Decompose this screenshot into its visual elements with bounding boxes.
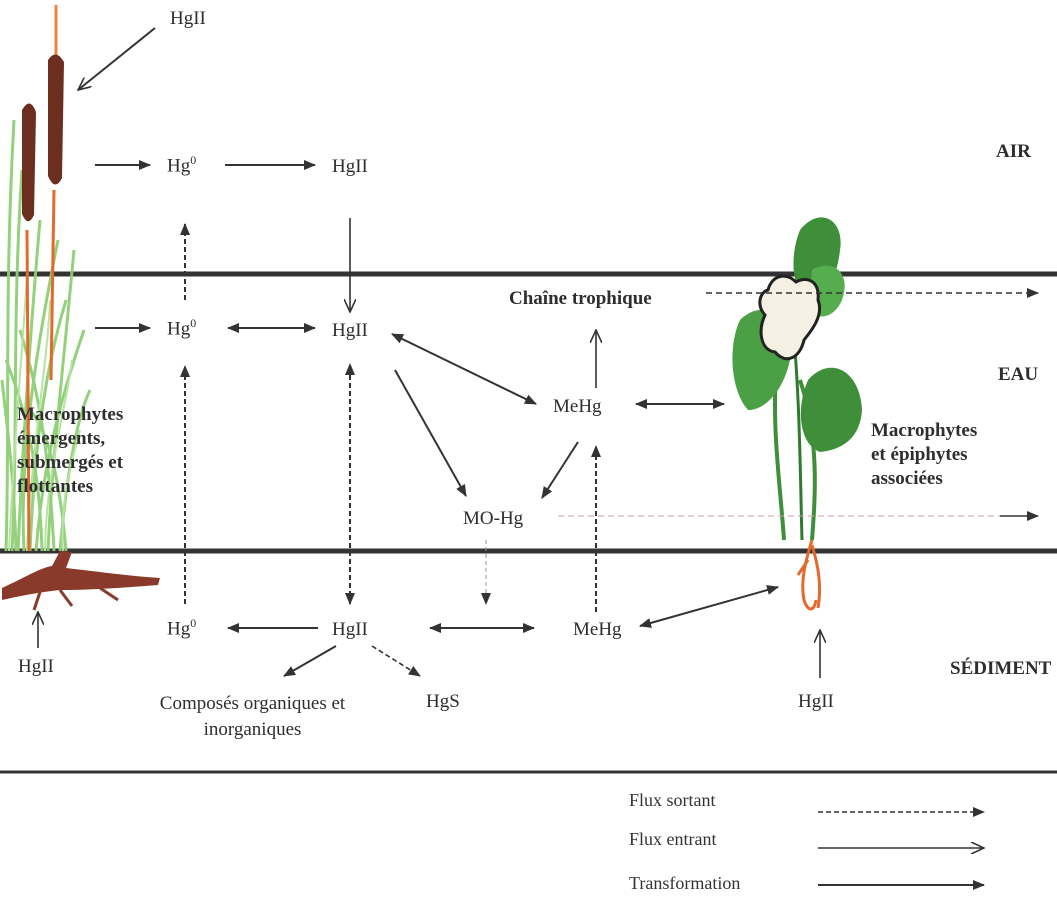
label-eau-mehg: MeHg — [553, 396, 602, 417]
arrow-top-hgII-to-plant — [78, 27, 156, 90]
label-mo-hg: MO-Hg — [463, 508, 524, 529]
label-top-hgII: HgII — [170, 8, 206, 29]
label-right-hgII: HgII — [798, 691, 834, 712]
arrow-mehg-mohg — [541, 441, 579, 499]
legend-flux-sortant: Flux sortant — [629, 790, 716, 810]
cattail-head-left — [22, 103, 36, 222]
floating-macrophytes-illustration — [732, 217, 862, 611]
label-sed-mehg: MeHg — [573, 619, 622, 640]
cattail-rhizome — [2, 551, 160, 600]
arrow-hgII-hgs-dashed — [371, 645, 421, 677]
label-sed-hgII: HgII — [332, 619, 368, 640]
zone-label-air: AIR — [996, 141, 1031, 162]
arrow-sed-mehg-plant — [639, 585, 779, 628]
zone-label-sediment: SÉDIMENT — [950, 658, 1052, 679]
label-sed-hg0: Hg0 — [167, 616, 197, 640]
cattail-head-right — [48, 54, 64, 185]
label-air-hgII: HgII — [332, 156, 368, 177]
label-macrophytes-right: Macrophytes et épiphytes associées — [871, 420, 978, 489]
legend-flux-entrant: Flux entrant — [629, 829, 717, 849]
arrow-hgII-mehg — [391, 333, 537, 405]
label-hgs: HgS — [426, 691, 460, 712]
label-eau-hg0: Hg0 — [167, 316, 197, 340]
lily-flower — [758, 274, 821, 361]
label-chaine-trophique: Chaîne trophique — [509, 288, 652, 309]
zone-label-eau: EAU — [998, 364, 1039, 385]
label-macrophytes-left: Macrophytes émergents, submergés et flot… — [17, 404, 124, 497]
arrow-hgII-composes — [283, 645, 337, 677]
legend-transformation: Transformation — [629, 873, 741, 893]
arrow-hgII-mohg — [394, 369, 467, 497]
emergent-macrophytes-illustration — [0, 5, 160, 611]
label-left-hgII: HgII — [18, 656, 54, 677]
lily-leaf-right — [800, 367, 862, 452]
cattail-stem-left — [25, 229, 31, 552]
lily-root — [796, 539, 822, 611]
cattail-stem-right — [49, 189, 56, 381]
label-composes: Composés organiques et inorganiques — [159, 693, 346, 740]
zone-separators — [0, 271, 1057, 774]
label-eau-hgII: HgII — [332, 320, 368, 341]
label-air-hg0: Hg0 — [167, 153, 197, 177]
